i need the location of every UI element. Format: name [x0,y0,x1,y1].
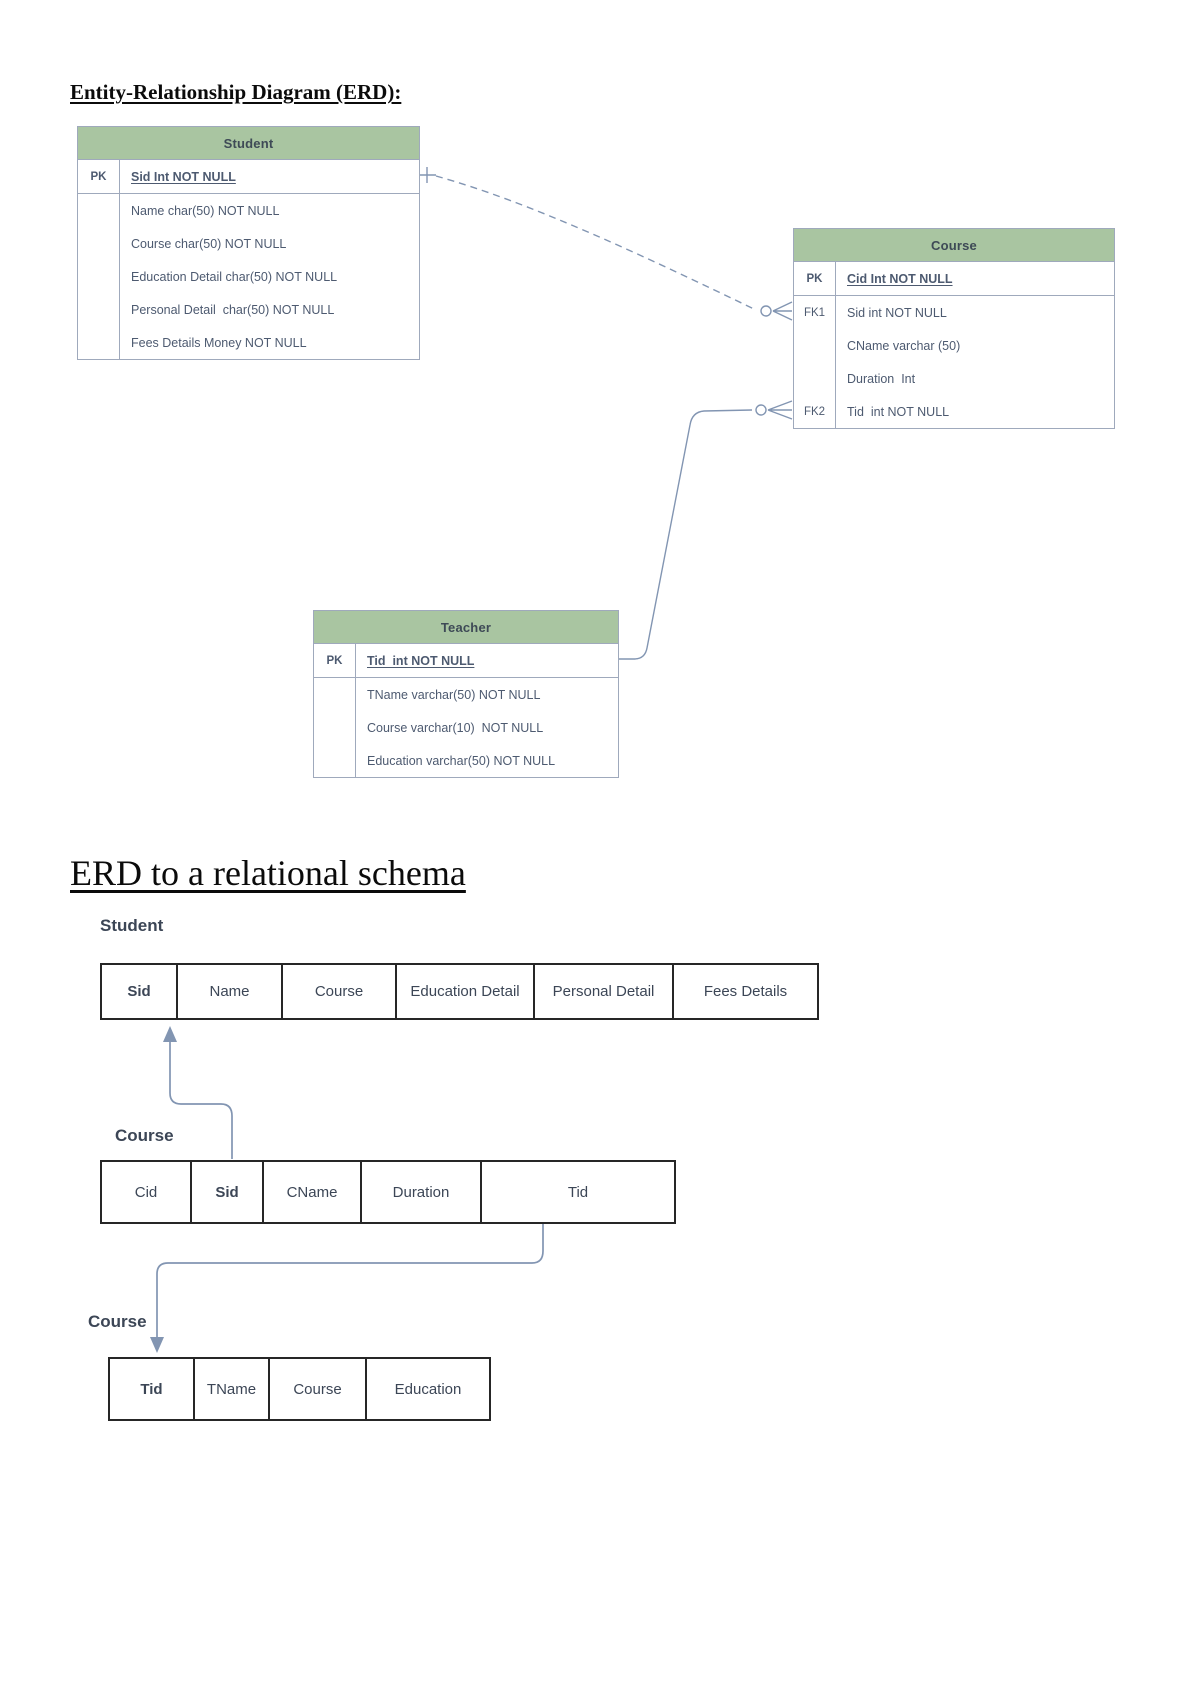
entity-attribute-row: PK Tid int NOT NULL [314,644,618,678]
relationship-teacher-course [617,400,793,660]
schema-column-fees-details: Fees Details [703,983,788,1000]
schema-column-personal-detail: Personal Detail [535,965,674,1018]
schema-table-label-student: Student [100,916,164,935]
schema-column-course: Course [270,1359,367,1419]
attribute-cell: Education varchar(50) NOT NULL [367,753,556,768]
attribute-cell: Personal Detail char(50) NOT NULL [131,302,335,317]
entity-attribute-row: Course varchar(10) NOT NULL [314,711,618,744]
entity-attribute-row: FK2 Tid int NOT NULL [794,395,1114,428]
schema-table-label-teacher: Course [88,1312,147,1331]
attribute-cell: Cid Int NOT NULL [847,271,953,286]
key-cell [314,744,356,777]
entity-attribute-row: TName varchar(50) NOT NULL [314,678,618,711]
schema-section-title: ERD to a relational schema [70,853,466,893]
entity-attribute-row: FK1 Sid int NOT NULL [794,296,1114,329]
entity-attribute-row: Name char(50) NOT NULL [78,194,419,227]
key-cell: PK [78,160,120,193]
attribute-cell: Sid int NOT NULL [847,305,947,320]
schema-column-course: Course [283,965,397,1018]
entity-attribute-row: Fees Details Money NOT NULL [78,326,419,359]
attribute-cell: Tid int NOT NULL [367,653,475,668]
attribute-cell: Sid Int NOT NULL [131,169,236,184]
key-cell [78,326,120,359]
key-cell [794,362,836,395]
key-cell [78,293,120,326]
entity-title-course: Course [794,229,1114,262]
schema-column-sid: Sid [192,1162,264,1222]
key-cell: PK [314,644,356,677]
schema-column-cid: Cid [102,1162,192,1222]
attribute-cell: Fees Details Money NOT NULL [131,335,307,350]
attribute-cell: Course varchar(10) NOT NULL [367,720,544,735]
arrow-up-icon [163,1026,177,1042]
attribute-cell: Education Detail char(50) NOT NULL [131,269,338,284]
schema-column-cname: CName [264,1162,362,1222]
key-cell: FK1 [794,296,836,329]
fk-arrow-course-tid-to-teacher-tid [150,1221,544,1353]
key-cell: PK [794,262,836,295]
key-cell: FK2 [794,395,836,428]
entity-attribute-row: PK Sid Int NOT NULL [78,160,419,194]
key-cell [794,329,836,362]
schema-column-tname: TName [195,1359,270,1419]
schema-column-education: Education [394,1380,462,1398]
crow-foot-icon [772,301,793,321]
attribute-cell: Tid int NOT NULL [847,404,950,419]
attribute-cell: TName varchar(50) NOT NULL [367,687,541,702]
erd-section-title: Entity-Relationship Diagram (ERD): [70,80,402,104]
entity-attribute-row: Education varchar(50) NOT NULL [314,744,618,777]
entity-attribute-row: Course char(50) NOT NULL [78,227,419,260]
arrow-down-icon [150,1337,164,1353]
entity-attribute-row: CName varchar (50) [794,329,1114,362]
key-cell [78,260,120,293]
attribute-cell: Name char(50) NOT NULL [131,203,280,218]
schema-column-name: Name [178,965,283,1018]
schema-column-duration: Duration [362,1162,482,1222]
entity-title-teacher: Teacher [314,611,618,644]
schema-column-tid: Tid [110,1359,195,1419]
schema-column-tid: Tid [567,1183,589,1201]
attribute-cell: Duration Int [847,371,916,386]
attribute-cell: Course char(50) NOT NULL [131,236,287,251]
crow-foot-icon [767,400,793,420]
schema-table-label-course: Course [115,1126,174,1145]
schema-column-education-detail: Education Detail [397,965,535,1018]
entity-attribute-row: Personal Detail char(50) NOT NULL [78,293,419,326]
key-cell [314,678,356,711]
entity-attribute-row: PK Cid Int NOT NULL [794,262,1114,296]
entity-attribute-row: Education Detail char(50) NOT NULL [78,260,419,293]
entity-attribute-row: Duration Int [794,362,1114,395]
key-cell [314,711,356,744]
key-cell [78,227,120,260]
zero-circle-icon [760,305,772,317]
schema-column-sid: Sid [102,965,178,1018]
attribute-cell: CName varchar (50) [847,338,961,353]
zero-circle-icon [755,404,767,416]
entity-title-student: Student [78,127,419,160]
relationship-student-course [418,167,793,321]
key-cell [78,194,120,227]
